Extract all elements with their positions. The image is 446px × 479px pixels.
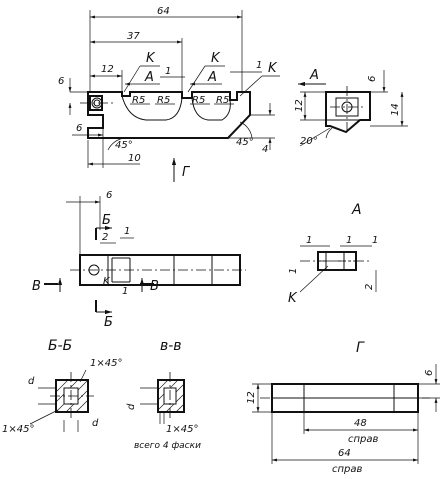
label-k-2: K xyxy=(211,51,221,66)
label-a-1: A xyxy=(144,70,154,85)
dim-64: 64 xyxy=(157,6,170,17)
view-g-dim-48-note: справ xyxy=(348,434,379,445)
r5-b: R5 xyxy=(157,95,170,106)
label-a-2: A xyxy=(207,70,217,85)
dim-6-bottom: 6 xyxy=(76,123,82,134)
front-view: 64 37 12 K K K A A 1 1 R5 R5 R5 R5 xyxy=(58,6,280,182)
top-view: 6 Б Б В В 2 1 1 K xyxy=(32,190,246,330)
view-a-dim-1-a: 1 xyxy=(306,235,312,246)
view-a-dim-1-c: 1 xyxy=(372,235,378,246)
view-a-dim-1-d: 1 xyxy=(288,268,299,274)
view-a-dim-2: 2 xyxy=(364,284,375,290)
section-b-bottom: Б xyxy=(104,315,113,330)
view-g: Г 6 12 48 справ 64 справ xyxy=(246,340,440,475)
r5-d: R5 xyxy=(216,95,229,106)
side-angle-20: 20° xyxy=(300,136,318,147)
section-bb-d-2: d xyxy=(92,418,99,429)
view-a: A 1 1 1 1 2 K xyxy=(288,202,378,306)
angle-45-right: 45° xyxy=(236,137,254,148)
label-k-3: K xyxy=(268,61,278,76)
view-g-dim-64: 64 xyxy=(338,448,351,459)
dim-1-a: 1 xyxy=(165,66,171,77)
section-bb-chamfer-2: 1×45° xyxy=(2,424,34,435)
view-g-dim-48: 48 xyxy=(354,418,367,429)
label-g-arrow: Г xyxy=(182,165,191,180)
view-a-dim-1-b: 1 xyxy=(346,235,352,246)
section-bb-chamfer-1: 1×45° xyxy=(90,358,122,369)
section-vv-d: d xyxy=(126,403,137,410)
dim-37: 37 xyxy=(127,31,140,42)
side-dim-14: 14 xyxy=(390,103,401,116)
section-bb-title: Б-Б xyxy=(48,338,72,354)
side-dim-12: 12 xyxy=(294,99,305,112)
section-bb-d-1: d xyxy=(28,376,35,387)
top-dim-6: 6 xyxy=(106,190,112,201)
dim-1-b: 1 xyxy=(256,60,262,71)
side-dim-6: 6 xyxy=(367,76,378,82)
top-label-k: K xyxy=(103,276,111,287)
view-g-dim-6: 6 xyxy=(424,370,435,376)
r5-a: R5 xyxy=(132,95,145,106)
view-g-title: Г xyxy=(356,340,365,356)
section-bb: Б-Б 1×45° 1×45° d d xyxy=(2,338,122,435)
top-dim-2: 2 xyxy=(102,232,108,243)
dim-12: 12 xyxy=(101,64,114,75)
section-v-left: В xyxy=(32,279,41,294)
top-dim-1-a: 1 xyxy=(124,226,130,237)
dim-6-left: 6 xyxy=(58,76,64,87)
angle-45-left: 45° xyxy=(115,140,133,151)
section-vv-title: в-в xyxy=(160,338,182,354)
top-dim-1-b: 1 xyxy=(122,286,128,297)
section-b-top: Б xyxy=(102,213,111,228)
view-g-dim-12: 12 xyxy=(246,391,257,404)
section-vv: в-в d 1×45° всего 4 фаски xyxy=(126,338,201,451)
view-g-dim-64-note: справ xyxy=(332,464,363,475)
section-vv-chamfer: 1×45° xyxy=(166,424,198,435)
dim-4: 4 xyxy=(262,144,268,155)
view-a-label-k: K xyxy=(288,291,298,306)
dim-10: 10 xyxy=(128,153,141,164)
section-vv-note: всего 4 фаски xyxy=(134,441,201,451)
view-a-title: A xyxy=(351,202,362,218)
r5-c: R5 xyxy=(192,95,205,106)
side-a-arrow: A xyxy=(309,68,319,83)
section-v-right: В xyxy=(150,279,159,294)
side-view: A 6 12 14 20° xyxy=(294,68,408,147)
label-k-1: K xyxy=(146,51,156,66)
